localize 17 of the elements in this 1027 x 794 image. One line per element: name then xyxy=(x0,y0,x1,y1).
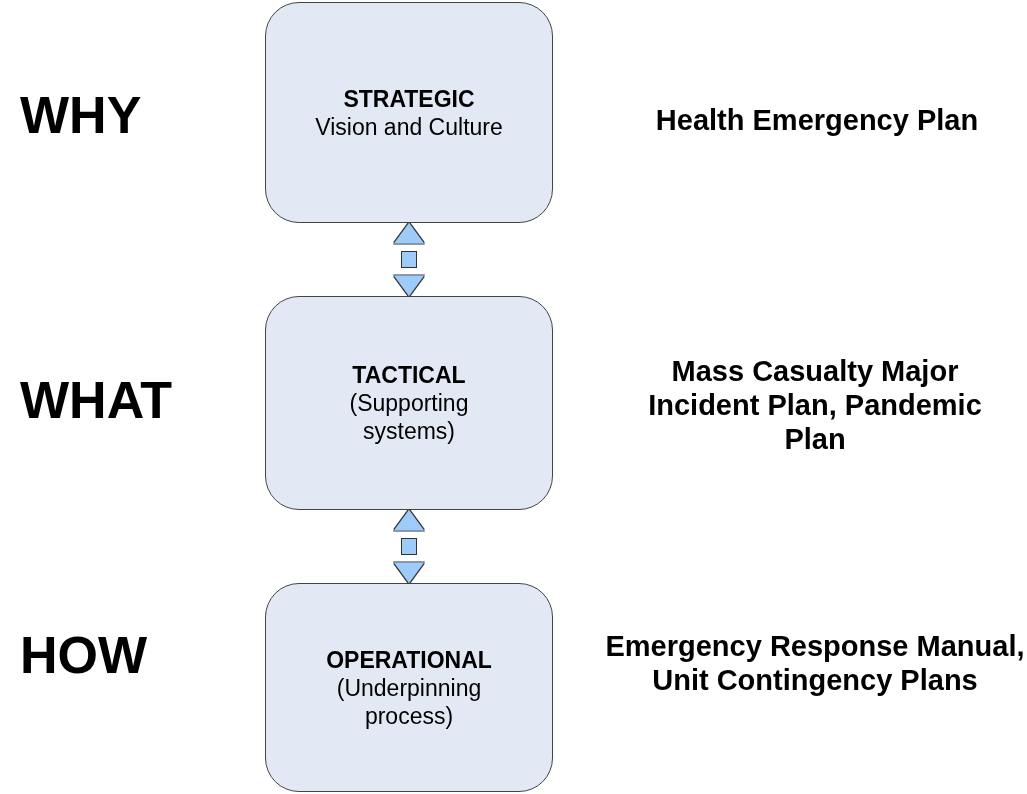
level-subtitle: (Supporting systems) xyxy=(348,389,470,445)
level-box xyxy=(265,2,553,223)
level-box xyxy=(265,296,553,510)
row-heading: WHAT xyxy=(20,374,174,426)
row-heading: WHY xyxy=(20,89,143,141)
level-subtitle: Vision and Culture xyxy=(315,112,503,141)
level-subtitle: (Underpinning process) xyxy=(335,673,483,730)
plan-label: Emergency Response Manual, Unit Contingency Plans xyxy=(605,629,1025,697)
plan-label: Mass Casualty Major Incident Plan, Pandemic Plan xyxy=(647,354,983,456)
level-title: TACTICAL xyxy=(352,361,466,389)
double-arrow xyxy=(394,510,424,583)
level-box xyxy=(265,583,553,792)
double-arrow xyxy=(394,223,424,296)
level-title: OPERATIONAL xyxy=(326,645,492,674)
level-title: STRATEGIC xyxy=(343,84,475,113)
row-heading: HOW xyxy=(20,629,149,681)
plan-label: Health Emergency Plan xyxy=(655,103,979,137)
